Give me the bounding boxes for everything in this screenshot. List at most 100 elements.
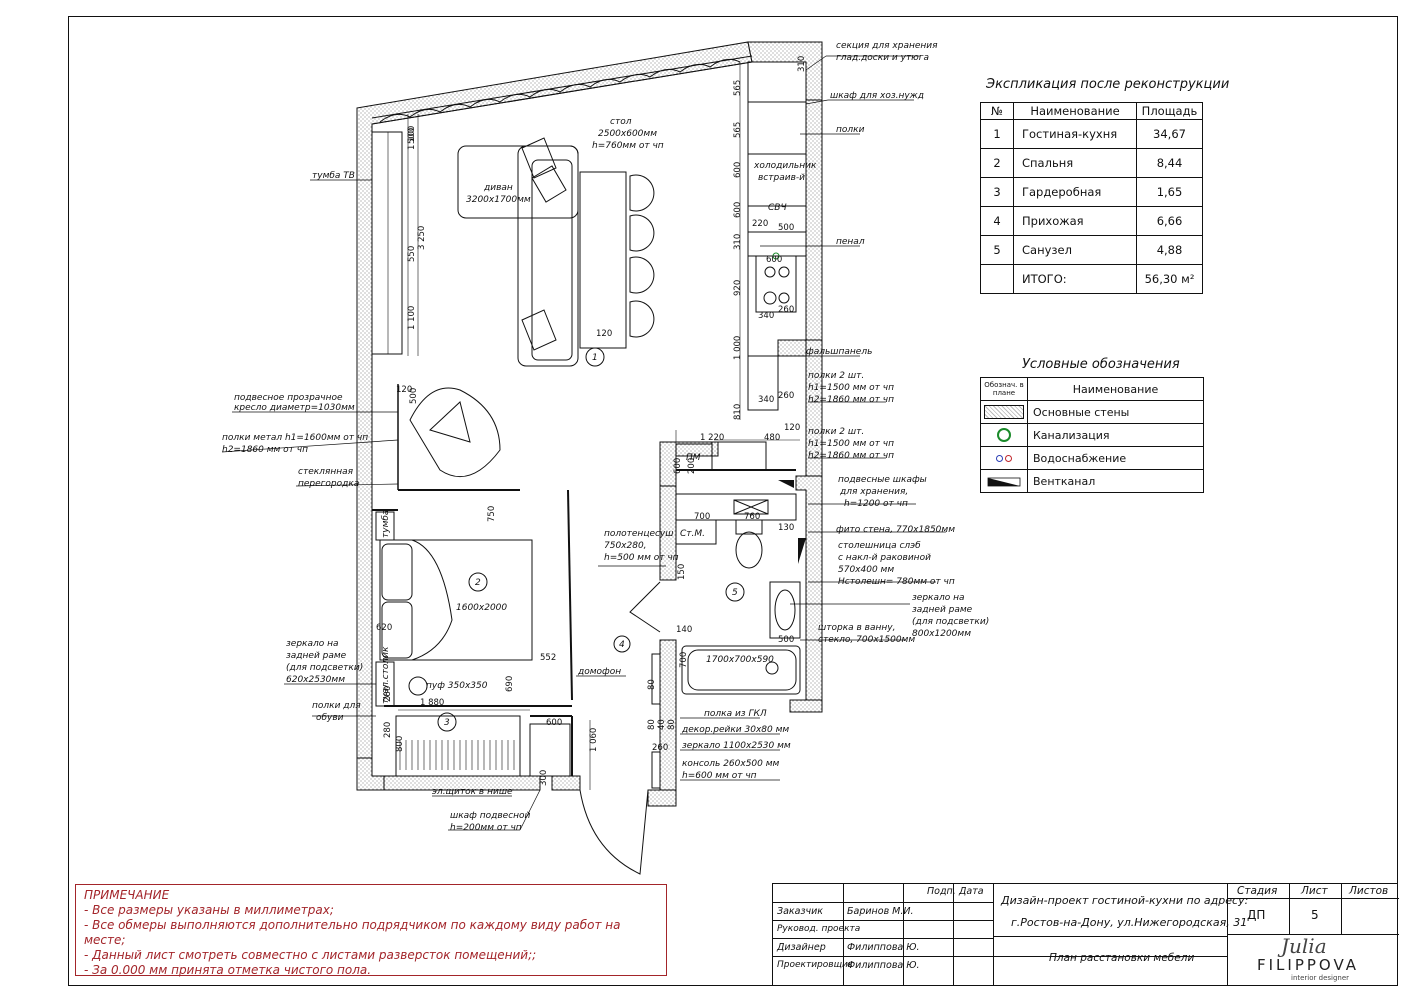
dim-260a: 260 [778, 305, 794, 315]
label-towel-dryer: полотенцесуш [604, 529, 674, 539]
row-area: 1,65 [1136, 177, 1203, 207]
dim-920: 920 [733, 280, 743, 296]
person-customer: Баринов М.И. [847, 906, 914, 917]
label-room2: 2 [475, 578, 481, 588]
label-mirror-bed3: (для подсветки) [286, 663, 363, 673]
legend-title: Условные обозначения [1022, 357, 1180, 372]
dim-340a: 340 [758, 311, 774, 321]
dim-565b: 565 [733, 122, 743, 138]
dim-280b: 280 [383, 722, 393, 738]
dim-1100a: 1 100 [407, 126, 417, 150]
note-line: - Данный лист смотреть совместно с листа… [84, 948, 537, 962]
bathroom-fixtures [629, 493, 801, 695]
explication-title: Экспликация после реконструкции [986, 77, 1230, 92]
label-mirror-bath2: задней раме [912, 605, 973, 615]
label-microwave: СВЧ [768, 203, 787, 213]
label-shoe-shelves: полки для [312, 701, 361, 711]
dining-chairs [629, 174, 655, 338]
label-mirror-bed2: задней раме [286, 651, 347, 661]
dim-600b: 600 [733, 202, 743, 218]
total-label: ИТОГО: [1013, 264, 1137, 294]
label-fridge2: встраив-й [758, 173, 805, 183]
dim-150: 150 [677, 564, 687, 580]
window-glazing [371, 55, 753, 125]
dim-600a: 600 [733, 162, 743, 178]
dim-80c: 80 [667, 719, 677, 730]
table-total-row: ИТОГО:56,30 м² [980, 264, 1203, 294]
dim-1000: 1 000 [733, 336, 743, 360]
label-tv-stand: тумба ТВ [312, 171, 355, 181]
dim-310b: 310 [733, 234, 743, 250]
label-shelves3-b: h1=1500 мм от чп [808, 439, 894, 449]
dim-260b: 260 [778, 391, 794, 401]
dim-600c: 600 [766, 255, 782, 265]
label-sofa-size: 3200х1700мм [466, 195, 531, 205]
project-line2: г.Ростов-на-Дону, ул.Нижегородская, 31 [1011, 916, 1248, 929]
dim-600d: 600 [673, 458, 683, 474]
role-engineer: Проектировщик [777, 960, 854, 970]
hanging-chair [409, 387, 501, 478]
role-designer: Дизайнер [777, 942, 826, 953]
label-room1: 1 [592, 353, 598, 363]
label-mirror-bed: зеркало на [286, 639, 339, 649]
person-designer: Филиппова Ю. [847, 942, 920, 953]
sheet-label: Лист [1301, 885, 1328, 897]
row-number: 4 [980, 206, 1014, 236]
label-mirror-hall: зеркало 1100х2530 мм [682, 741, 791, 751]
dimension-labels: 310 565 565 600 600 310 920 1 000 810 2 2… [376, 56, 807, 786]
stage-label: Стадия [1237, 885, 1278, 897]
label-countertop: столешница слэб [838, 541, 921, 551]
dim-300: 300 [539, 770, 549, 786]
dim-200: 200 [687, 458, 697, 474]
col-number: № [980, 102, 1014, 120]
legend-label-vent: Вентканал [1027, 469, 1204, 493]
dim-565a: 565 [733, 80, 743, 96]
label-shelves3-a: полки 2 шт. [808, 427, 864, 437]
row-area: 8,44 [1136, 148, 1203, 178]
dim-690: 690 [505, 676, 515, 692]
dim-140: 140 [676, 625, 692, 635]
label-table: стол [610, 117, 632, 127]
label-countertop2: с накл-й раковиной [838, 553, 931, 563]
label-shelves2-c: h2=1860 мм от чп [808, 395, 894, 405]
nightstand [375, 511, 395, 541]
dim-600e: 600 [546, 718, 562, 728]
dim-280a: 280 [383, 686, 393, 702]
label-bath-curtain: шторка в ванну, [818, 623, 895, 633]
room-marker-2 [468, 572, 488, 592]
role-project-lead: Руковод. проекта [777, 924, 861, 934]
row-number: 3 [980, 177, 1014, 207]
green-circle-icon [997, 428, 1011, 442]
legend-item: Основные стены [980, 400, 1204, 424]
hatched-wall-icon [984, 405, 1024, 419]
label-console2: h=600 мм от чп [682, 771, 757, 781]
dimension-lines [398, 62, 800, 790]
label-room5: 5 [732, 588, 738, 598]
label-mirror-bed4: 620х2530мм [286, 675, 345, 685]
label-washer: Ст.М. [680, 529, 705, 539]
label-countertop3: 570х400 мм [838, 565, 894, 575]
dim-500b: 500 [778, 635, 794, 645]
dim-310a: 310 [797, 56, 807, 72]
col-name: Наименование [1013, 102, 1137, 120]
legend-label-walls: Основные стены [1027, 400, 1204, 424]
note-line: - За 0.000 мм принята отметка чистого по… [84, 963, 372, 977]
label-hanging-wardrobe2: h=200мм от чп [450, 823, 522, 833]
label-shelves2-a: полки 2 шт. [808, 371, 864, 381]
dim-130: 130 [778, 523, 794, 533]
legend-item: Канализация [980, 423, 1204, 447]
label-storage-section2: глад.доски и утюга [836, 53, 929, 63]
dim-552: 552 [540, 653, 556, 663]
row-area: 6,66 [1136, 206, 1203, 236]
label-sofa: диван [483, 183, 513, 193]
label-dishwasher: ПМ [686, 453, 701, 463]
pouf [408, 676, 428, 696]
dim-810: 810 [733, 404, 743, 420]
dim-700a: 700 [694, 512, 710, 522]
label-electric-panel: эл.щиток в нише [432, 787, 513, 797]
room-marker-4 [613, 635, 631, 653]
label-bed-size: 1600х2000 [456, 603, 507, 613]
dim-500a: 500 [778, 223, 794, 233]
dim-500c: 500 [409, 388, 419, 404]
